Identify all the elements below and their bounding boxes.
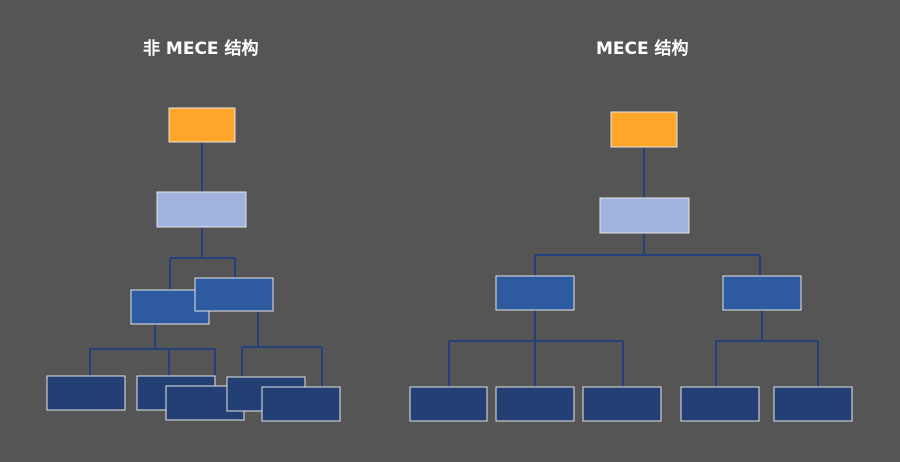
right-leaf-node-1 bbox=[409, 386, 488, 422]
right-level1-node bbox=[599, 197, 690, 234]
right-leaf-node-4 bbox=[680, 386, 760, 422]
left-connector-a-right bbox=[155, 348, 216, 376]
right-leaf-node-2 bbox=[495, 386, 575, 422]
right-root-node bbox=[610, 111, 678, 148]
mece-title: MECE 结构 bbox=[596, 39, 689, 59]
left-root-node bbox=[168, 107, 236, 143]
left-connector-a-left bbox=[89, 324, 156, 376]
right-level2-node-right bbox=[722, 275, 802, 311]
left-level1-node bbox=[156, 191, 247, 228]
left-leaf-node-1 bbox=[46, 375, 126, 411]
right-level2-node-left bbox=[495, 275, 575, 311]
connectors bbox=[89, 142, 819, 387]
right-leaf-node-3 bbox=[582, 386, 662, 422]
left-leaf-node-5 bbox=[261, 386, 341, 422]
left-level2-node-b bbox=[194, 277, 274, 312]
non-mece-title: 非 MECE 结构 bbox=[143, 39, 259, 59]
right-leaf-node-5 bbox=[773, 386, 853, 422]
nodes bbox=[46, 107, 853, 422]
